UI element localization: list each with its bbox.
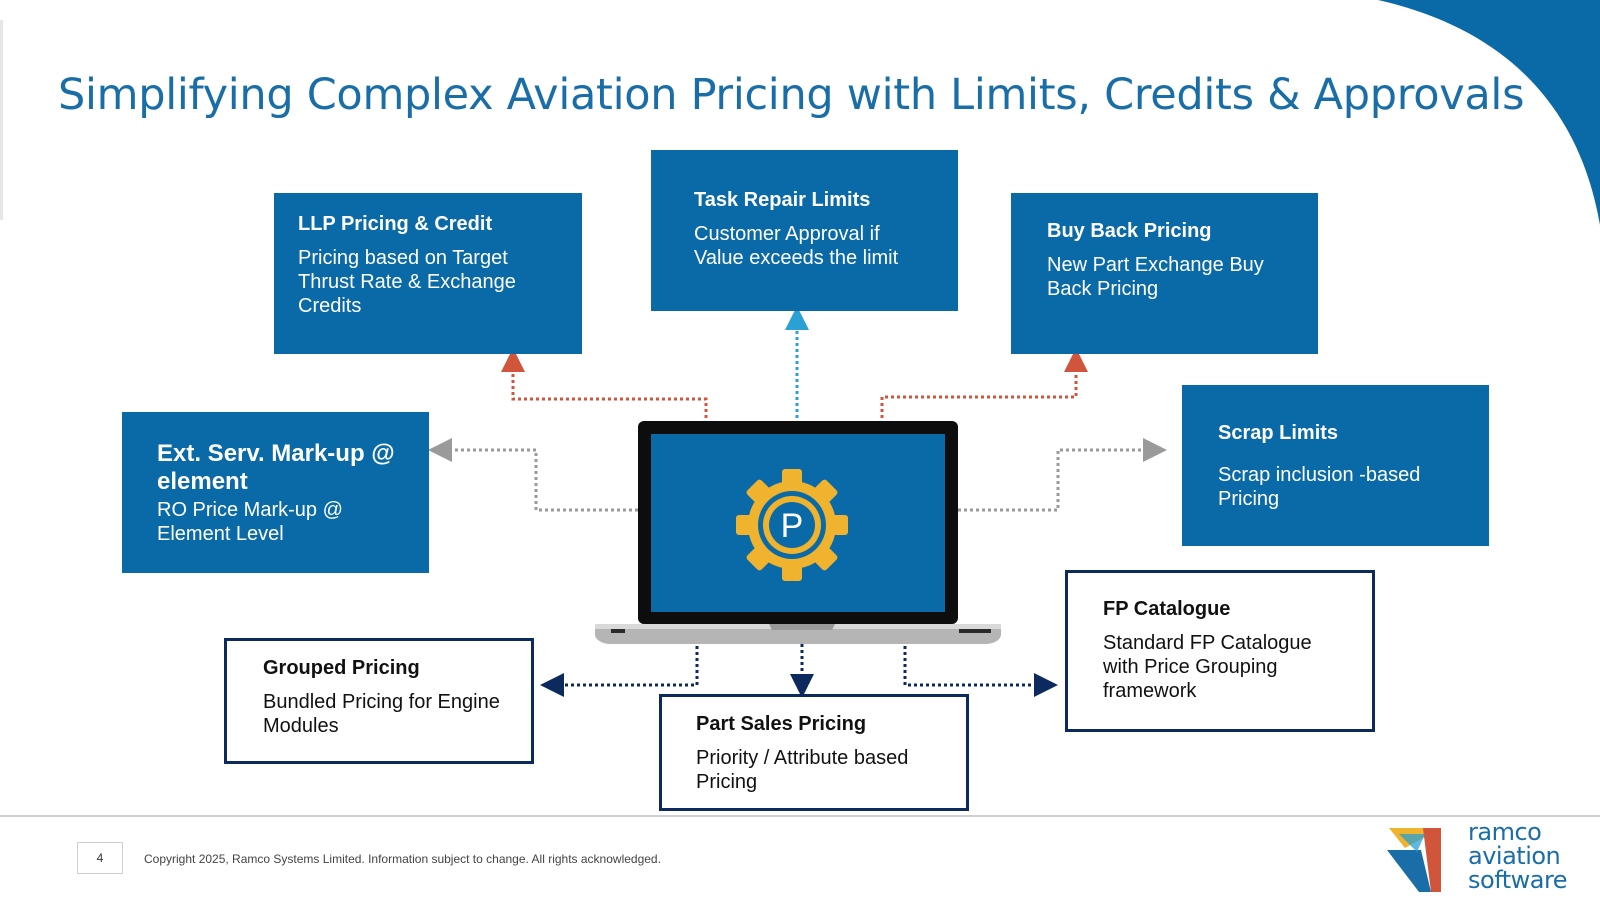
box-task-desc: Customer Approval if Value exceeds the l…: [694, 223, 899, 269]
box-buy-back: Buy Back Pricing New Part Exchange Buy B…: [1011, 193, 1318, 354]
box-ext-serv: Ext. Serv. Mark-up @ element RO Price Ma…: [122, 412, 429, 573]
link-llp: [501, 348, 708, 418]
box-buyback-desc: New Part Exchange Buy Back Pricing: [1047, 254, 1264, 300]
logo-line-2: aviation: [1468, 842, 1561, 870]
box-ext-heading: Ext. Serv. Mark-up @ element: [157, 440, 395, 495]
box-ext-desc: RO Price Mark-up @ Element Level: [157, 499, 343, 545]
page-number: 4: [77, 842, 123, 874]
box-grouped-desc: Bundled Pricing for Engine Modules: [263, 691, 500, 737]
gear-letter: P: [781, 507, 804, 545]
page-title: Simplifying Complex Aviation Pricing wit…: [58, 70, 1525, 120]
box-partsales-desc: Priority / Attribute based Pricing: [696, 747, 909, 793]
ramco-logo-icon: [1387, 828, 1441, 892]
link-scrap: [958, 438, 1167, 512]
box-grouped-heading: Grouped Pricing: [263, 657, 420, 679]
box-grouped-pricing: Grouped Pricing Bundled Pricing for Engi…: [224, 638, 534, 764]
box-partsales-heading: Part Sales Pricing: [696, 713, 867, 735]
link-buyback: [880, 348, 1088, 418]
link-grouped: [540, 646, 699, 697]
box-fp-catalogue: FP Catalogue Standard FP Catalogue with …: [1065, 570, 1375, 732]
box-task-heading: Task Repair Limits: [694, 189, 871, 211]
logo-line-3: software: [1468, 866, 1568, 894]
box-scrap-limits: Scrap Limits Scrap inclusion -based Pric…: [1182, 385, 1489, 546]
box-task-repair: Task Repair Limits Customer Approval if …: [651, 150, 958, 311]
box-llp-desc: Pricing based on Target Thrust Rate & Ex…: [298, 247, 516, 317]
copyright-text: Copyright 2025, Ramco Systems Limited. I…: [144, 852, 661, 866]
logo-line-1: ramco: [1468, 818, 1542, 846]
box-scrap-heading: Scrap Limits: [1218, 422, 1339, 444]
box-llp-pricing: LLP Pricing & Credit Pricing based on Ta…: [274, 193, 582, 354]
link-ext: [428, 438, 638, 512]
box-llp-heading: LLP Pricing & Credit: [298, 213, 493, 235]
ramco-logo-text: ramco aviation software: [1468, 818, 1568, 894]
box-buyback-heading: Buy Back Pricing: [1047, 220, 1212, 242]
link-fp: [903, 646, 1058, 697]
footer-divider: [0, 815, 1600, 817]
box-scrap-desc: Scrap inclusion -based Pricing: [1218, 464, 1421, 510]
gear-p-icon: P: [736, 469, 848, 581]
box-fp-heading: FP Catalogue: [1103, 598, 1231, 620]
box-part-sales: Part Sales Pricing Priority / Attribute …: [659, 694, 969, 811]
box-fp-desc: Standard FP Catalogue with Price Groupin…: [1103, 632, 1312, 702]
